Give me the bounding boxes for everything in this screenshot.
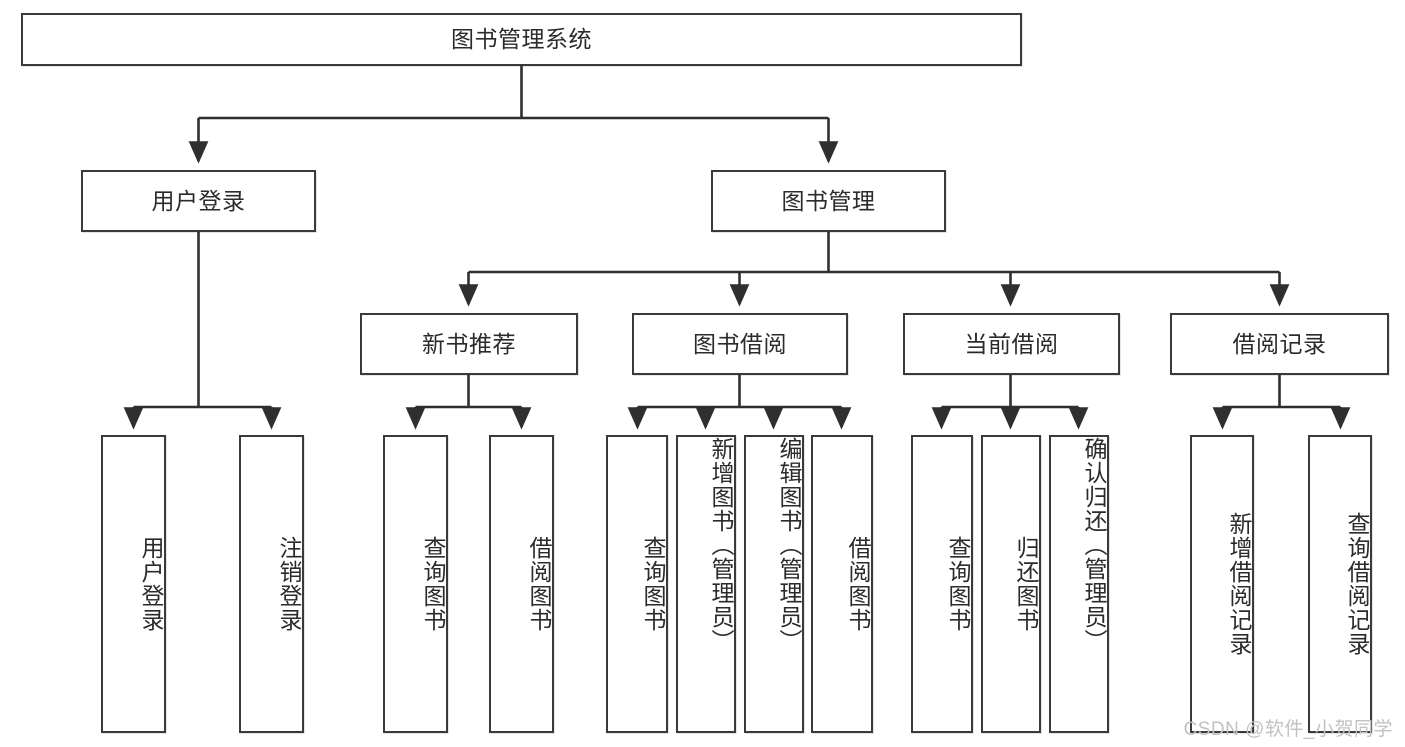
node-book-borrow[interactable]: 图书借阅 (632, 313, 848, 375)
node-label: 确认归还（管理员） (1081, 437, 1107, 653)
leaf-logout[interactable]: 注销登录 (239, 435, 304, 733)
leaf-user-login[interactable]: 用户登录 (101, 435, 166, 733)
node-root-system[interactable]: 图书管理系统 (21, 13, 1022, 66)
leaf-query-borrow-record[interactable]: 查询借阅记录 (1308, 435, 1372, 733)
node-label: 图书管理系统 (451, 26, 592, 53)
leaf-add-book-admin[interactable]: 新增图书（管理员） (676, 435, 736, 733)
node-label: 查询图书 (945, 536, 971, 632)
node-label: 用户登录 (151, 187, 246, 214)
node-label: 查询图书 (640, 536, 666, 632)
leaf-return-book[interactable]: 归还图书 (981, 435, 1041, 733)
node-label: 图书借阅 (693, 330, 787, 357)
node-label: 新书推荐 (422, 330, 516, 357)
node-label: 图书管理 (781, 187, 876, 214)
leaf-borrow-book-recommend[interactable]: 借阅图书 (489, 435, 554, 733)
leaf-add-borrow-record[interactable]: 新增借阅记录 (1190, 435, 1254, 733)
node-label: 用户登录 (138, 536, 164, 632)
node-label: 借阅图书 (845, 536, 871, 632)
node-label: 借阅图书 (526, 536, 552, 632)
node-book-management[interactable]: 图书管理 (711, 170, 946, 232)
node-label: 查询借阅记录 (1344, 512, 1370, 656)
node-label: 查询图书 (420, 536, 446, 632)
node-label: 当前借阅 (964, 330, 1059, 357)
leaf-edit-book-admin[interactable]: 编辑图书（管理员） (744, 435, 804, 733)
leaf-query-book-borrow[interactable]: 查询图书 (606, 435, 668, 733)
watermark-text: CSDN @软件_小贺同学 (1183, 719, 1393, 740)
leaf-query-book-recommend[interactable]: 查询图书 (383, 435, 448, 733)
node-label: 编辑图书（管理员） (776, 437, 802, 653)
node-label: 借阅记录 (1232, 330, 1327, 357)
node-label: 注销登录 (276, 536, 302, 632)
node-label: 新增借阅记录 (1226, 512, 1252, 656)
node-label: 新增图书（管理员） (708, 437, 734, 653)
leaf-confirm-return-admin[interactable]: 确认归还（管理员） (1049, 435, 1109, 733)
leaf-query-book-current[interactable]: 查询图书 (911, 435, 973, 733)
node-label: 归还图书 (1013, 536, 1039, 632)
node-new-book-recommend[interactable]: 新书推荐 (360, 313, 578, 375)
leaf-borrow-book[interactable]: 借阅图书 (811, 435, 873, 733)
node-borrow-record[interactable]: 借阅记录 (1170, 313, 1389, 375)
node-user-login[interactable]: 用户登录 (81, 170, 316, 232)
node-current-borrow[interactable]: 当前借阅 (903, 313, 1120, 375)
